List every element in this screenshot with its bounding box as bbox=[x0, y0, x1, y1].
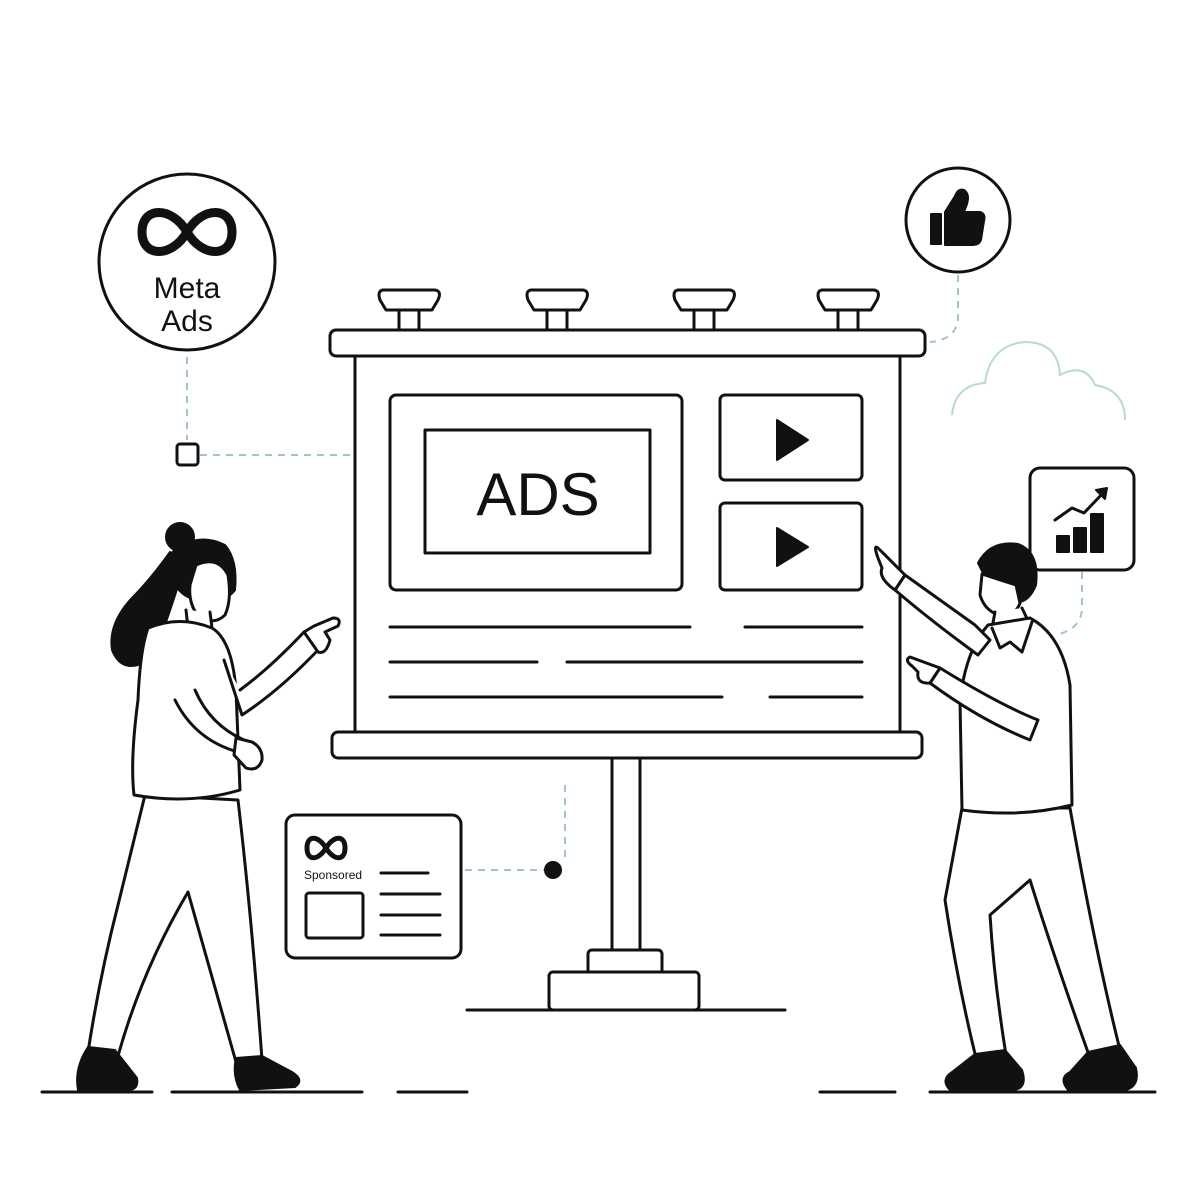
man-figure bbox=[874, 542, 1138, 1091]
dashed-connectors bbox=[186, 275, 1083, 871]
ad-headline-box bbox=[423, 428, 652, 555]
sponsored-card: Sponsored bbox=[284, 813, 463, 960]
video-panel bbox=[718, 501, 864, 592]
billboard-base bbox=[547, 970, 701, 1012]
billboard-lamps bbox=[377, 288, 880, 332]
billboard-bottom-rail bbox=[330, 730, 924, 760]
growth-chart-icon bbox=[1053, 487, 1108, 553]
billboard: ADS bbox=[328, 288, 927, 1012]
ad-headline: ADS bbox=[476, 461, 599, 528]
play-icon bbox=[776, 419, 809, 461]
badge-line-1: Meta bbox=[154, 272, 221, 305]
lamp bbox=[816, 288, 880, 332]
video-panel bbox=[718, 393, 864, 482]
meta-ads-badge: Meta Ads bbox=[97, 172, 277, 352]
billboard-text-lines bbox=[388, 625, 864, 699]
badge-line-2: Ads bbox=[161, 305, 213, 338]
play-icon bbox=[776, 527, 809, 567]
billboard-base-top bbox=[586, 948, 664, 976]
billboard-post bbox=[610, 756, 642, 955]
growth-card bbox=[1028, 466, 1136, 572]
sponsored-thumbnail bbox=[304, 891, 365, 940]
meta-infinity-icon bbox=[304, 835, 348, 861]
connector-node bbox=[175, 442, 200, 467]
lamp bbox=[525, 288, 589, 332]
thumbs-up-icon bbox=[930, 188, 986, 246]
lamp bbox=[377, 288, 441, 332]
woman-figure bbox=[76, 522, 341, 1091]
cloud-icon bbox=[951, 340, 1126, 421]
sponsored-label: Sponsored bbox=[304, 868, 362, 882]
like-badge bbox=[904, 166, 1012, 274]
meta-infinity-icon bbox=[137, 208, 237, 256]
connector-dot bbox=[544, 861, 562, 879]
lamp bbox=[672, 288, 736, 332]
billboard-top-rail bbox=[328, 328, 927, 358]
